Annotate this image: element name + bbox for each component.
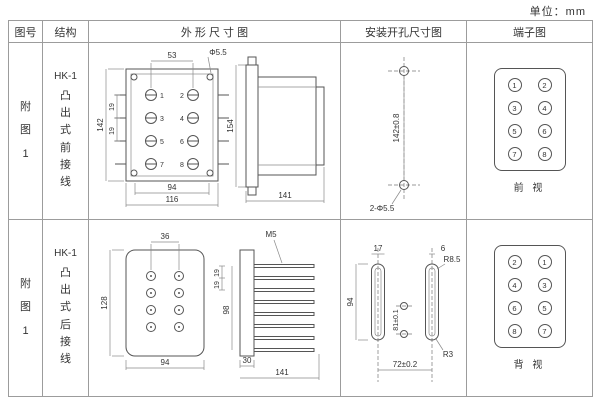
col-header-terminal: 端子图 <box>466 20 593 43</box>
front-terminal-8: 8 <box>537 147 552 161</box>
dim-30: 30 <box>242 356 251 365</box>
outline-cell-rear: 36 128 94 <box>88 219 341 397</box>
mounting-cell-rear: 17 6 R8.5 94 81±0.1 R3 72±0.2 <box>340 219 467 397</box>
fig-number-1: 附图1 <box>20 101 31 160</box>
rear-terminal-1: 1 <box>537 255 552 269</box>
dim-94-rear: 94 <box>160 358 169 367</box>
outline-cell-front: 1 2 3 4 5 6 7 8 53 Φ5.5 <box>88 42 341 220</box>
rear-terminal-4: 4 <box>507 278 522 292</box>
structure-label-2: 凸出式后接线 <box>60 267 71 365</box>
structure-label-1: 凸出式前接线 <box>60 90 71 188</box>
dim-19-b: 19 <box>109 127 116 135</box>
dim-142: 142 <box>96 118 105 132</box>
dim-hole-front: Φ5.5 <box>209 48 227 57</box>
dim-m5: M5 <box>265 230 277 239</box>
model-label-1: HK-1 <box>54 71 77 83</box>
col-header-mounting: 安装开孔尺寸图 <box>340 20 467 43</box>
front-terminal-5: 5 <box>507 124 522 138</box>
dim-19-d: 19 <box>214 281 221 289</box>
rear-terminal-6: 6 <box>507 301 522 315</box>
rear-terminal-7: 7 <box>537 324 552 338</box>
front-terminal-4: 4 <box>537 101 552 115</box>
mounting-drawing-front-wiring: 142±0.8 2-Φ5.5 <box>369 57 420 213</box>
dim-154: 154 <box>226 119 235 133</box>
dim-94: 94 <box>167 183 176 192</box>
rear-view-dimensions: 36 128 94 <box>100 232 204 370</box>
rear-terminal-8: 8 <box>507 324 522 338</box>
side-view-rear-drawing: M5 19 19 98 30 141 <box>214 230 319 380</box>
terminal-num-8: 8 <box>180 162 184 169</box>
front-view-drawing: 1 2 3 4 5 6 7 8 <box>114 68 229 182</box>
dim-r85: R8.5 <box>443 255 460 264</box>
front-terminal-2: 2 <box>537 78 552 92</box>
col-header-fig: 图号 <box>8 20 43 43</box>
unit-label: 单位：mm <box>529 6 586 18</box>
dim-94-mounting: 94 <box>346 297 355 306</box>
dim-mid: 81±0.1 <box>393 309 400 330</box>
dim-116: 116 <box>165 195 178 204</box>
front-view-dimensions: 53 Φ5.5 142 19 19 94 116 <box>96 48 227 207</box>
dim-17: 17 <box>373 244 382 253</box>
col-header-outline: 外 形 尺 寸 图 <box>88 20 341 43</box>
side-view-drawing: 154 141 <box>226 56 324 203</box>
outline-drawing-rear-wiring: 36 128 94 <box>100 230 319 380</box>
dim-19-a: 19 <box>109 103 116 111</box>
terminal-diagram-rear: 2 1 4 3 6 5 8 7 <box>493 245 566 348</box>
outline-drawing-front-wiring: 1 2 3 4 5 6 7 8 53 Φ5.5 <box>96 48 324 207</box>
terminal-num-4: 4 <box>180 116 184 123</box>
mounting-drawing-rear-wiring: 17 6 R8.5 94 81±0.1 R3 72±0.2 <box>346 244 460 382</box>
terminal-cell-front: 1 2 3 4 5 6 7 8 前 视 <box>466 42 593 220</box>
dim-141: 141 <box>278 191 292 200</box>
terminal-num-7: 7 <box>160 162 164 169</box>
dim-36: 36 <box>160 232 169 241</box>
front-terminal-7: 7 <box>507 147 522 161</box>
spec-table: 图号 结构 外 形 尺 寸 图 安装开孔尺寸图 端子图 附图1 HK-1 凸出式… <box>8 20 593 397</box>
terminal-caption-front: 前 视 <box>513 183 546 194</box>
rear-terminal-5: 5 <box>537 301 552 315</box>
dim-6: 6 <box>440 244 445 253</box>
terminal-num-3: 3 <box>160 116 164 123</box>
dim-r3: R3 <box>442 350 453 359</box>
dim-98: 98 <box>222 305 231 314</box>
table-row-rear-wiring: 附图1 HK-1 凸出式后接线 <box>8 219 593 397</box>
dim-72-tol: 72±0.2 <box>392 360 417 369</box>
col-header-structure: 结构 <box>42 20 89 43</box>
model-label-2: HK-1 <box>54 248 77 260</box>
dim-2-holes: 2-Φ5.5 <box>369 204 394 213</box>
front-terminal-6: 6 <box>537 124 552 138</box>
rear-terminal-2: 2 <box>507 255 522 269</box>
front-terminal-3: 3 <box>507 101 522 115</box>
terminal-caption-rear: 背 视 <box>513 360 546 371</box>
terminal-diagram-front: 1 2 3 4 5 6 7 8 <box>493 68 566 171</box>
header-row: 图号 结构 外 形 尺 寸 图 安装开孔尺寸图 端子图 <box>8 20 593 43</box>
front-terminal-1: 1 <box>507 78 522 92</box>
terminal-num-1: 1 <box>160 93 164 100</box>
dim-19-c: 19 <box>214 269 221 277</box>
rear-view-drawing <box>125 249 204 357</box>
terminal-num-5: 5 <box>160 139 164 146</box>
rear-terminal-3: 3 <box>537 278 552 292</box>
mounting-cell-front: 142±0.8 2-Φ5.5 <box>340 42 467 220</box>
dim-141-rear: 141 <box>275 368 289 377</box>
dim-53: 53 <box>167 51 176 60</box>
dim-142-tol: 142±0.8 <box>392 113 401 142</box>
dim-128: 128 <box>100 296 109 310</box>
table-row-front-wiring: 附图1 HK-1 凸出式前接线 <box>8 42 593 220</box>
terminal-num-6: 6 <box>180 139 184 146</box>
terminal-num-2: 2 <box>180 93 184 100</box>
terminal-cell-rear: 2 1 4 3 6 5 8 7 背 视 <box>466 219 593 397</box>
fig-number-2: 附图1 <box>20 278 31 337</box>
